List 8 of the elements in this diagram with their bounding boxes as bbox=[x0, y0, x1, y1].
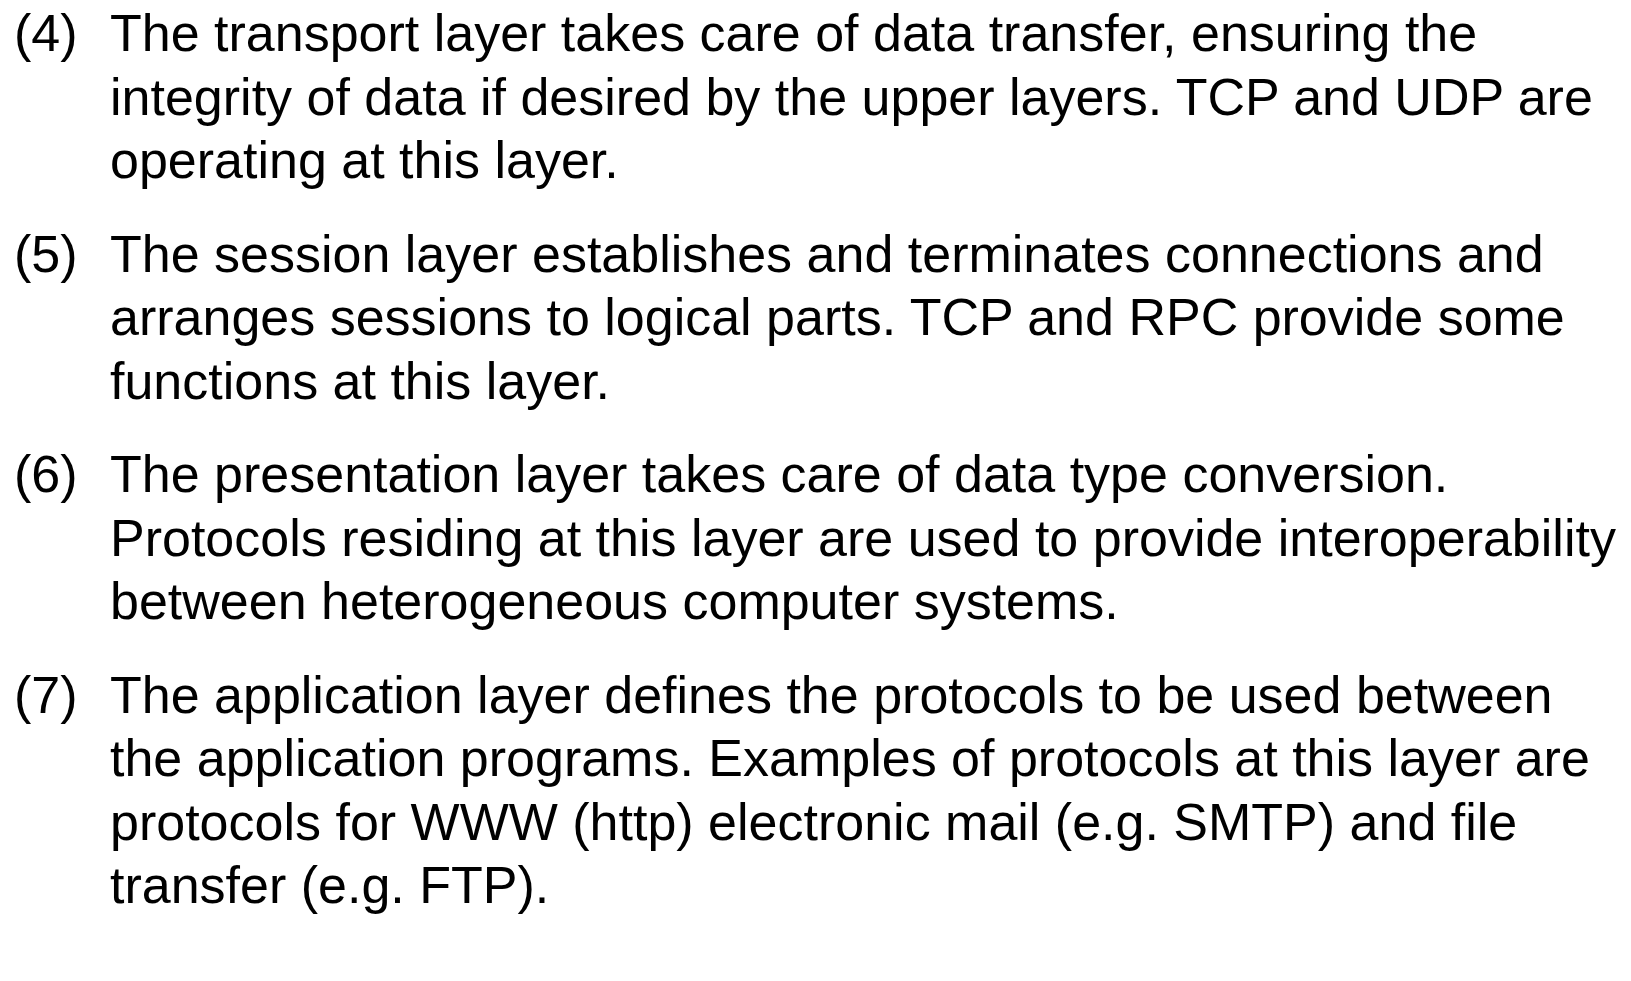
paragraph: The application layer defines the protocols to be used between the application programs. Examples of protocols at this layer are protocols for WWW (http) electronic mail (e.g. SMTP) and file transfer (e.g. FTP). bbox=[110, 664, 1591, 916]
item-number: (4) bbox=[14, 3, 79, 64]
paragraph: The session layer establishes and terminates connections and arranges sessions to logical parts. TCP and RPC provide some functions at this layer. bbox=[110, 223, 1566, 412]
item-number: (5) bbox=[14, 223, 79, 285]
paragraph: The presentation layer takes care of data type conversion. Protocols residing at this layer are used to provide interoperability between heterogeneous computer systems. bbox=[110, 444, 1617, 632]
item-number: (7) bbox=[14, 664, 79, 726]
item-number: (6) bbox=[14, 444, 79, 505]
paragraph: The transport layer takes care of data transfer, ensuring the integrity of data if desired by the upper layers. TCP and UDP are operating at this layer. bbox=[110, 3, 1594, 191]
